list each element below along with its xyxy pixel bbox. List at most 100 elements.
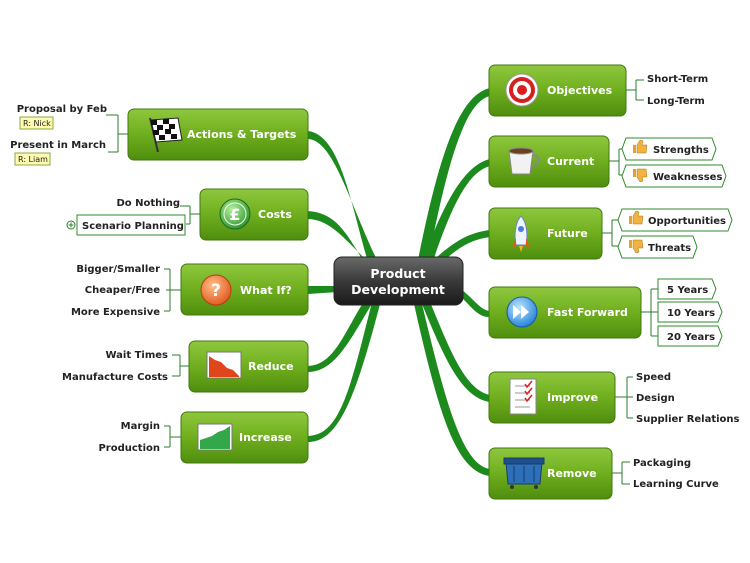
subtopic-strengths[interactable]: Strengths: [621, 137, 717, 161]
branch-reduce: [308, 300, 373, 372]
pound-coin-icon: £: [219, 198, 251, 230]
connector-reduce: [172, 354, 189, 377]
topic-label: What If?: [240, 284, 292, 297]
topic-objectives[interactable]: Objectives: [488, 64, 627, 117]
branch-fast-forward: [462, 290, 490, 318]
subtopic-20-years[interactable]: 20 Years: [657, 325, 723, 347]
topic-future[interactable]: Future: [488, 207, 603, 260]
topic-increase[interactable]: Increase: [180, 411, 309, 464]
subtopic-weaknesses[interactable]: Weaknesses: [621, 164, 727, 188]
svg-text:Weaknesses: Weaknesses: [653, 172, 722, 183]
connector-remove: [612, 461, 630, 485]
svg-text:Strengths: Strengths: [653, 145, 709, 156]
dumpster-icon: [503, 457, 545, 489]
central-topic[interactable]: Product Development: [333, 256, 464, 306]
topic-label: Increase: [239, 431, 292, 444]
connector-objectives: [626, 79, 644, 101]
topic-label: Fast Forward: [547, 306, 628, 319]
fast-forward-icon: [506, 296, 538, 328]
connector-increase: [164, 425, 181, 448]
connector-fast-forward: [641, 288, 658, 337]
topic-actions-targets[interactable]: Actions & Targets: [127, 108, 309, 161]
connector-actions-targets: [106, 114, 128, 153]
branch-remove: [414, 304, 490, 476]
subtopic-supplier-relations[interactable]: Supplier Relations: [636, 414, 740, 425]
central-topic-line2: Development: [351, 282, 445, 297]
svg-text:R: Nick: R: Nick: [23, 119, 51, 128]
rocket-icon: [512, 215, 530, 252]
subtopic-production[interactable]: Production: [98, 443, 160, 454]
subtopic-more-expensive[interactable]: More Expensive: [71, 307, 160, 318]
subtopic-wait-times[interactable]: Wait Times: [105, 350, 168, 361]
topic-remove[interactable]: Remove: [488, 447, 613, 500]
central-topic-line1: Product: [370, 266, 425, 281]
branch-what-if: [308, 286, 338, 294]
subtopic-learning-curve[interactable]: Learning Curve: [633, 479, 719, 490]
subtopic-design[interactable]: Design: [636, 393, 675, 404]
subtopic-short-term[interactable]: Short-Term: [647, 74, 708, 85]
svg-text:?: ?: [211, 281, 221, 301]
topic-label: Costs: [258, 208, 292, 221]
svg-text:20 Years: 20 Years: [667, 332, 715, 343]
note-r-nick: R: Nick: [19, 116, 54, 130]
subtopic-long-term[interactable]: Long-Term: [647, 96, 705, 107]
topic-current[interactable]: Current: [488, 135, 610, 188]
svg-text:Opportunities: Opportunities: [648, 216, 726, 227]
connector-costs: [180, 205, 200, 225]
connector-current: [609, 148, 626, 176]
subtopic-bigger-smaller[interactable]: Bigger/Smaller: [76, 264, 160, 275]
topic-label: Improve: [547, 391, 598, 404]
subtopic-5-years[interactable]: 5 Years: [657, 278, 717, 300]
topic-fast-forward[interactable]: Fast Forward: [488, 286, 642, 339]
svg-text:10 Years: 10 Years: [667, 308, 715, 319]
topic-reduce[interactable]: Reduce: [188, 340, 309, 393]
branch-actions-targets: [308, 131, 378, 262]
subtopic-threats[interactable]: Threats: [617, 235, 698, 259]
svg-text:5 Years: 5 Years: [667, 285, 708, 296]
subtopic-speed[interactable]: Speed: [636, 372, 671, 383]
thumbs-up-icon: [633, 139, 648, 154]
svg-text:Scenario Planning: Scenario Planning: [82, 221, 184, 232]
connector-what-if: [164, 268, 181, 312]
topic-label: Future: [547, 227, 588, 240]
topic-label: Current: [547, 155, 594, 168]
branch-improve: [422, 302, 490, 402]
subtopic-opportunities[interactable]: Opportunities: [617, 208, 733, 232]
branch-increase: [308, 302, 380, 442]
subtopic-cheaper-free[interactable]: Cheaper/Free: [85, 285, 160, 296]
topic-label: Reduce: [248, 360, 294, 373]
coffee-cup-icon: [508, 147, 540, 175]
subtopic-packaging[interactable]: Packaging: [633, 458, 691, 469]
checkered-flag-icon: [149, 117, 183, 153]
expand-icon[interactable]: [66, 220, 76, 230]
up-chart-icon: [197, 423, 233, 451]
subtopic-scenario-planning[interactable]: Scenario Planning: [76, 214, 186, 236]
thumbs-up-icon: [629, 210, 644, 225]
thumbs-down-icon: [633, 168, 648, 183]
svg-text:£: £: [229, 205, 240, 224]
topic-improve[interactable]: Improve: [488, 371, 616, 424]
note-r-liam: R: Liam: [14, 152, 51, 166]
svg-text:R: Liam: R: Liam: [18, 155, 48, 164]
subtopic-do-nothing[interactable]: Do Nothing: [117, 198, 181, 209]
target-icon: [505, 73, 539, 107]
subtopic-manufacture-costs[interactable]: Manufacture Costs: [62, 372, 168, 383]
subtopic-margin[interactable]: Margin: [121, 421, 160, 432]
topic-costs[interactable]: £ Costs: [199, 188, 309, 241]
branch-objectives: [418, 88, 490, 262]
topic-label: Actions & Targets: [187, 128, 297, 141]
connector-future: [602, 219, 622, 247]
subtopic-present-in-march[interactable]: Present in March: [10, 140, 106, 151]
topic-label: Objectives: [547, 84, 613, 97]
subtopic-10-years[interactable]: 10 Years: [657, 301, 723, 323]
topic-what-if[interactable]: ? What If?: [180, 263, 309, 316]
connector-improve: [615, 376, 633, 419]
checklist-icon: [509, 378, 537, 415]
thumbs-down-icon: [629, 239, 644, 254]
branch-current: [422, 159, 490, 264]
svg-text:Threats: Threats: [648, 243, 691, 254]
subtopic-proposal-by-feb[interactable]: Proposal by Feb: [17, 104, 107, 115]
topic-label: Remove: [547, 467, 597, 480]
question-icon: ?: [200, 274, 232, 306]
